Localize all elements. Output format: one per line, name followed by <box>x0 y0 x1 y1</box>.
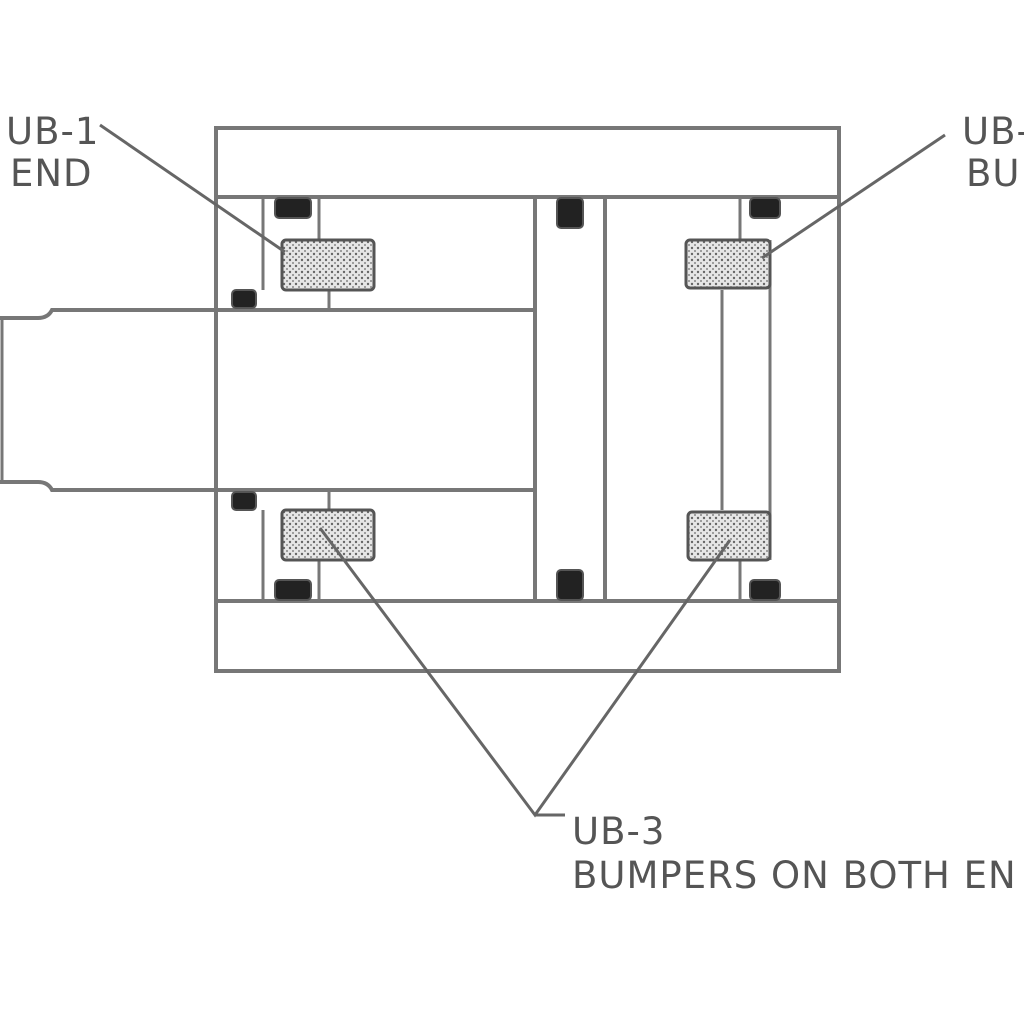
ub3-code-label: UB-3 <box>572 810 666 853</box>
leader-lines <box>99 123 946 818</box>
bumper-cap-end-bottom <box>686 510 772 562</box>
end-cap-gland <box>261 197 331 601</box>
piston-rod <box>0 308 535 492</box>
seal-top-right <box>749 197 781 219</box>
piston <box>533 197 607 601</box>
seal-top-left <box>274 197 312 219</box>
ub2-code-label: UB- <box>962 110 1024 153</box>
leader-ub1 <box>99 123 286 254</box>
seal-rod-bottom <box>231 491 257 511</box>
ub2-desc-label: BUM <box>966 152 1024 195</box>
ub3-desc-label: BUMPERS ON BOTH EN <box>572 854 1017 897</box>
seal-rod-top <box>231 289 257 309</box>
seals <box>231 197 781 601</box>
ub1-desc-label: END <box>10 152 93 195</box>
leader-ub2 <box>761 133 946 260</box>
bumper-cap-end-top <box>684 238 772 290</box>
seal-piston-bottom <box>556 569 584 601</box>
seal-bottom-right <box>749 579 781 601</box>
seal-piston-top <box>556 197 584 229</box>
seal-bottom-left <box>274 579 312 601</box>
cap-end-stop <box>720 197 772 601</box>
bumper-rod-end-bottom <box>280 508 376 562</box>
ub1-code-label: UB-1 <box>6 110 100 153</box>
bumper-rod-end-top <box>280 238 376 292</box>
bumpers <box>280 238 772 562</box>
